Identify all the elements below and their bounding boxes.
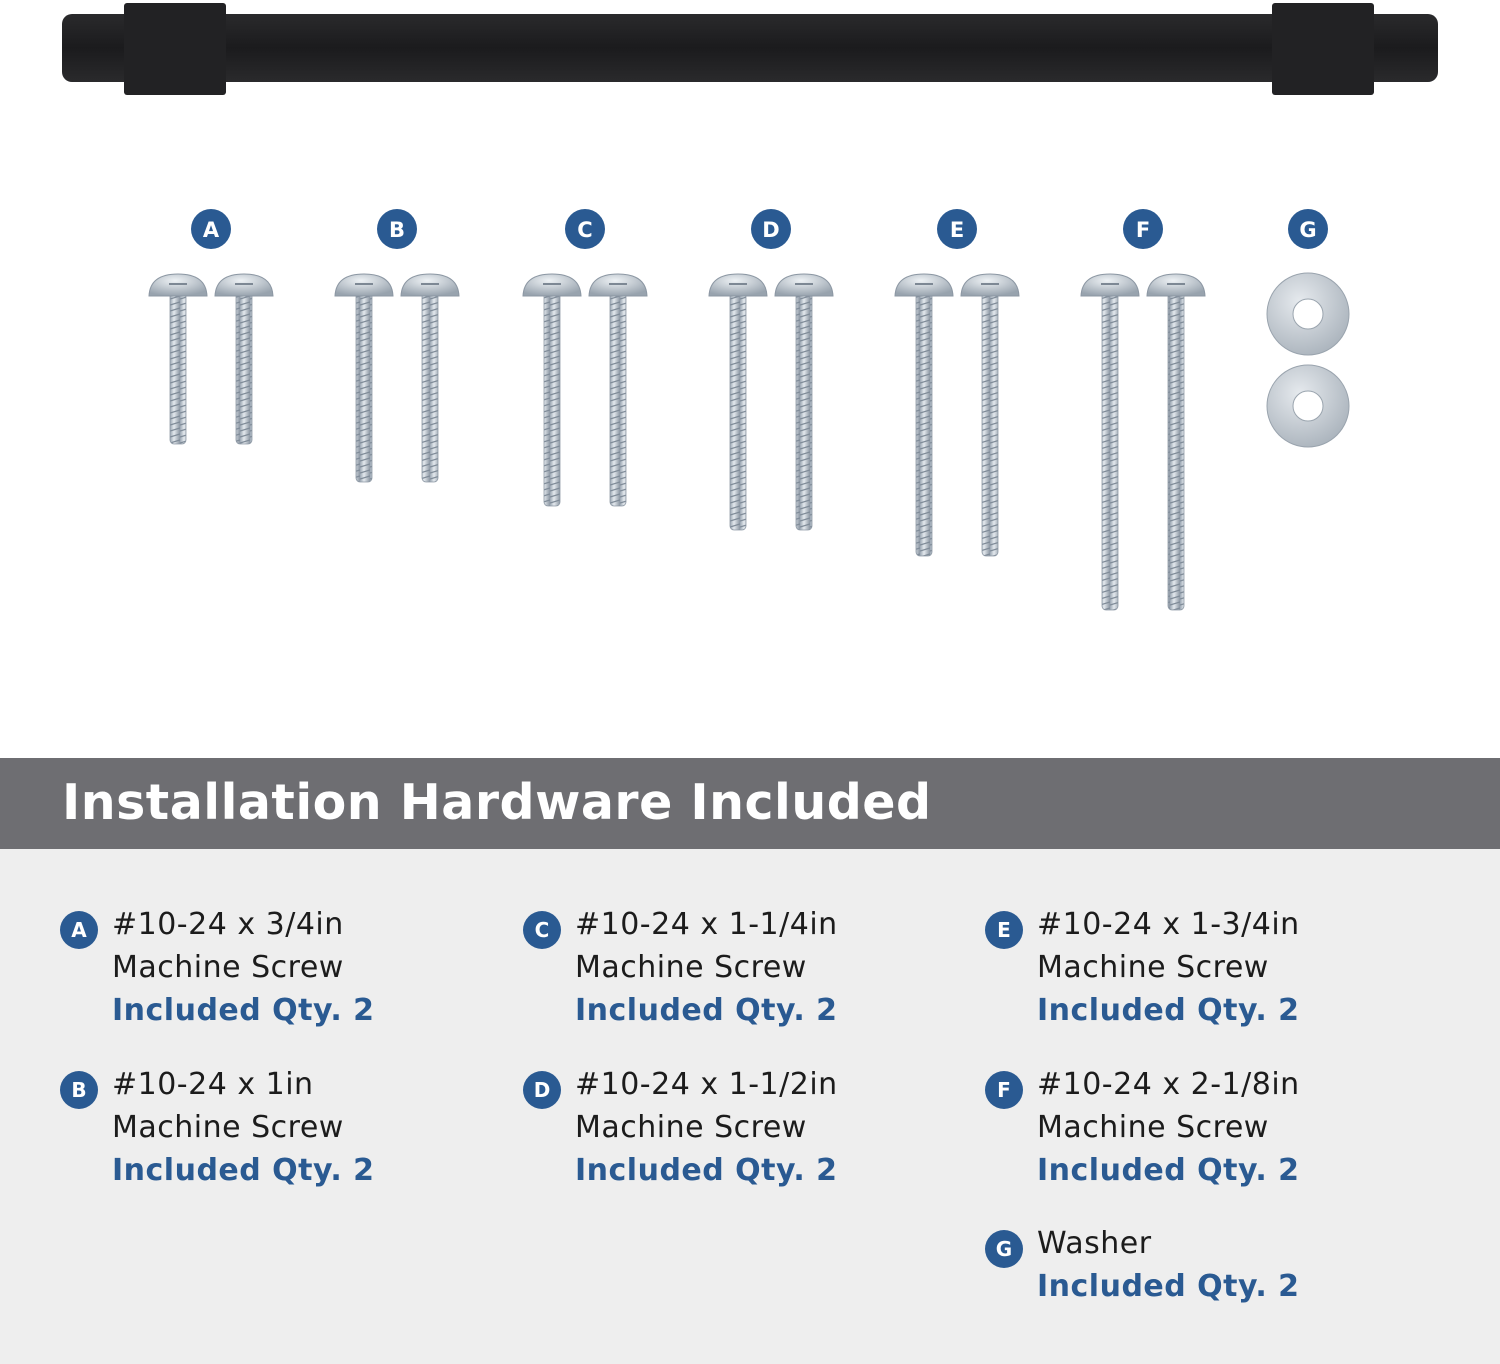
label-badge-g: G <box>1288 209 1328 249</box>
item-type: Washer <box>1037 1226 1152 1261</box>
item-size: #10-24 x 1in <box>112 1067 314 1102</box>
item-type: Machine Screw <box>575 950 807 985</box>
machine-screw <box>774 273 834 531</box>
machine-screw <box>960 273 1020 557</box>
item-qty: Included Qty. 2 <box>112 993 375 1028</box>
item-qty: Included Qty. 2 <box>1037 993 1300 1028</box>
label-letter: E <box>950 218 964 242</box>
item-size: #10-24 x 3/4in <box>112 907 344 942</box>
badge-a: A <box>60 911 98 949</box>
section-title: Installation Hardware Included <box>62 774 932 831</box>
machine-screw <box>588 273 648 507</box>
label-badge-e: E <box>937 209 977 249</box>
machine-screw <box>148 273 208 445</box>
badge-g: G <box>985 1230 1023 1268</box>
washer <box>1266 364 1350 448</box>
item-qty: Included Qty. 2 <box>1037 1153 1300 1188</box>
label-letter: D <box>762 218 779 242</box>
machine-screw <box>334 273 394 483</box>
item-size: #10-24 x 2-1/8in <box>1037 1067 1300 1102</box>
label-letter: G <box>1299 218 1316 242</box>
hardware-illustration: A B C D E F G <box>62 3 1438 611</box>
machine-screw <box>1080 273 1140 611</box>
badge-e: E <box>985 911 1023 949</box>
label-badge-c: C <box>565 209 605 249</box>
badge-f: F <box>985 1071 1023 1109</box>
machine-screw <box>522 273 582 507</box>
item-type: Machine Screw <box>1037 1110 1269 1145</box>
item-qty: Included Qty. 2 <box>575 1153 838 1188</box>
bar-pull-handle <box>62 3 1438 95</box>
washer <box>1266 272 1350 356</box>
hardware-drawing: A B C D E F G <box>62 3 1438 611</box>
badge-d: D <box>523 1071 561 1109</box>
label-badge-d: D <box>751 209 791 249</box>
label-badge-b: B <box>377 209 417 249</box>
section-banner: Installation Hardware Included <box>0 758 1500 849</box>
badge-b: B <box>60 1071 98 1109</box>
machine-screw <box>400 273 460 483</box>
label-badge-a: A <box>191 209 231 249</box>
label-letter: F <box>1136 218 1150 242</box>
machine-screw <box>214 273 274 445</box>
item-size: #10-24 x 1-1/2in <box>575 1067 838 1102</box>
item-type: Machine Screw <box>1037 950 1269 985</box>
label-letter: B <box>389 218 405 242</box>
item-qty: Included Qty. 2 <box>1037 1269 1300 1304</box>
item-type: Machine Screw <box>575 1110 807 1145</box>
badge-c: C <box>523 911 561 949</box>
item-type: Machine Screw <box>112 950 344 985</box>
hardware-list: A #10-24 x 3/4in Machine Screw Included … <box>0 849 1500 1364</box>
item-size: #10-24 x 1-3/4in <box>1037 907 1300 942</box>
machine-screw <box>894 273 954 557</box>
label-letter: C <box>577 218 592 242</box>
label-badge-f: F <box>1123 209 1163 249</box>
item-size: #10-24 x 1-1/4in <box>575 907 838 942</box>
machine-screw <box>708 273 768 531</box>
label-letter: A <box>203 218 220 242</box>
item-type: Machine Screw <box>112 1110 344 1145</box>
item-qty: Included Qty. 2 <box>575 993 838 1028</box>
item-qty: Included Qty. 2 <box>112 1153 375 1188</box>
machine-screw <box>1146 273 1206 611</box>
